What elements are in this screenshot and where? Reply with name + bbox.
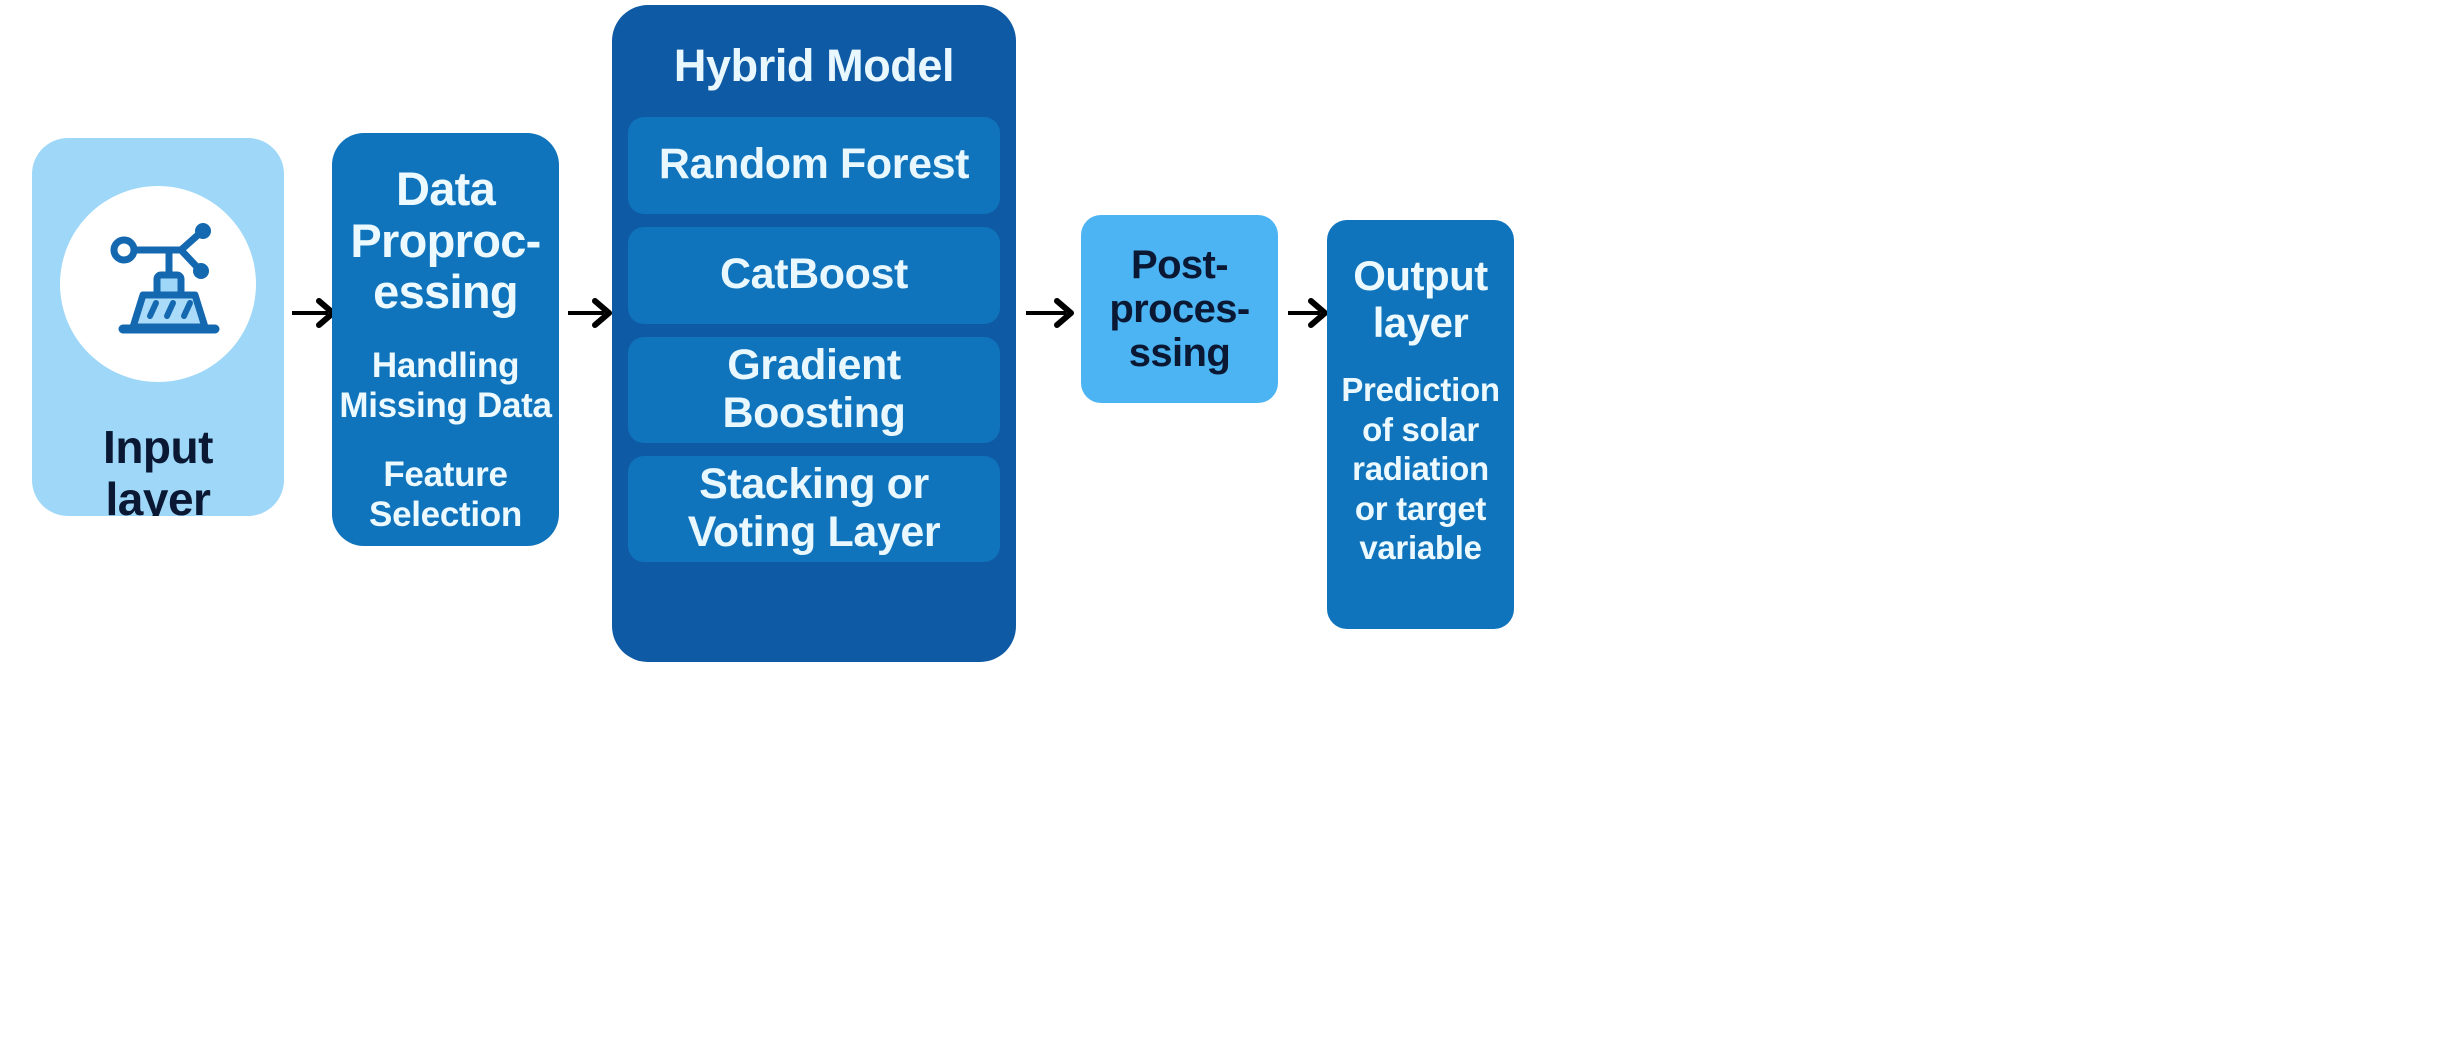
arrow-input-to-preprocessing [292,283,336,343]
hybrid-model-title: Hybrid Model [673,40,955,91]
weather-station-anemometer-icon [93,217,223,352]
arrow-hybrid-to-post [1026,283,1074,343]
arrow-preprocessing-to-hybrid [568,283,612,343]
arrow-post-to-output [1288,283,1328,343]
submodel-random-forest[interactable]: Random Forest [628,116,1000,214]
stage-hybrid-model[interactable]: Hybrid Model Random Forest CatBoost Grad… [612,5,1016,662]
icon-disc [60,186,256,382]
post-processing-title: Post-proces-ssing [1109,243,1250,375]
submodel-catboost[interactable]: CatBoost [628,226,1000,324]
stage-post-processing[interactable]: Post-proces-ssing [1081,215,1278,403]
